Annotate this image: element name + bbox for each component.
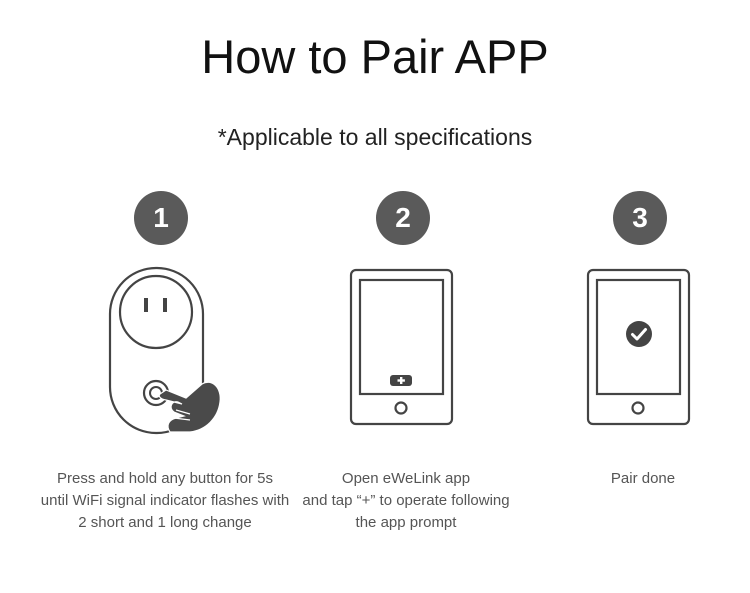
step-3-caption: Pair done: [610, 470, 676, 487]
step-1-caption: Press and hold any button for 5s until W…: [40, 470, 290, 531]
phone-check-icon: [586, 268, 691, 426]
page-title: How to Pair APP: [201, 30, 549, 83]
step-number-badge: 3: [613, 191, 667, 245]
phone-add-icon: [349, 268, 454, 426]
step-number-badge: 2: [376, 191, 430, 245]
step-number-badge: 1: [134, 191, 188, 245]
page-subtitle: *Applicable to all specifications: [217, 124, 533, 150]
smart-plug-press-icon: [108, 266, 221, 435]
step-2-caption: Open eWeLink app and tap “+” to operate …: [302, 470, 510, 531]
